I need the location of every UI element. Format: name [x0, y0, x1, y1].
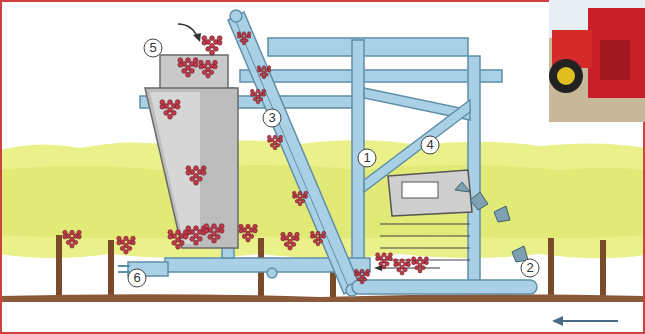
grape-cluster: [239, 224, 257, 242]
grape-cluster: [186, 166, 206, 185]
grape-cluster: [63, 230, 81, 248]
grape-cluster: [310, 231, 325, 246]
callout-ring: [263, 109, 281, 127]
grape-cluster: [257, 66, 270, 79]
grape-cluster: [199, 60, 217, 78]
travel-arrow: [552, 316, 618, 326]
callout-ring: [128, 269, 146, 287]
callout-number: 3: [263, 109, 281, 127]
frame: [140, 38, 502, 282]
grape-cluster: [267, 135, 282, 150]
grape-cluster: [292, 191, 307, 206]
callout-number: 6: [128, 269, 146, 287]
callout-ring: [144, 39, 162, 57]
callout-number: 1: [358, 149, 376, 167]
callout-ring: [358, 149, 376, 167]
callout-rings: [128, 39, 539, 287]
grape-cluster: [168, 230, 188, 249]
callout-number: 2: [521, 259, 539, 277]
grape-cluster: [186, 226, 206, 245]
leaves: [455, 182, 528, 262]
flow-arrow-head: [193, 33, 201, 42]
callout-ring: [421, 136, 439, 154]
grape-cluster: [204, 224, 224, 243]
elevator-conveyor: [228, 10, 360, 296]
shaker-unit: [380, 170, 472, 260]
callout-ring: [521, 259, 539, 277]
photo-inset: [549, 0, 645, 122]
hopper: [145, 55, 238, 248]
grape-cluster: [178, 58, 198, 77]
grape-cluster: [160, 100, 180, 119]
collection-conveyor: [352, 265, 537, 294]
grape-cluster: [117, 236, 135, 254]
grape-cluster: [394, 259, 411, 275]
callout-number: 4: [421, 136, 439, 154]
grape-cluster: [250, 89, 265, 104]
callout-number: 5: [144, 39, 162, 57]
ground: [0, 294, 645, 302]
grape-cluster: [412, 257, 429, 273]
grape-cluster: [354, 269, 369, 284]
grape-cluster: [376, 253, 393, 269]
grape-clusters: [63, 32, 429, 284]
grape-cluster: [202, 36, 222, 55]
grape-cluster: [281, 232, 299, 250]
grape-cluster: [237, 32, 250, 45]
